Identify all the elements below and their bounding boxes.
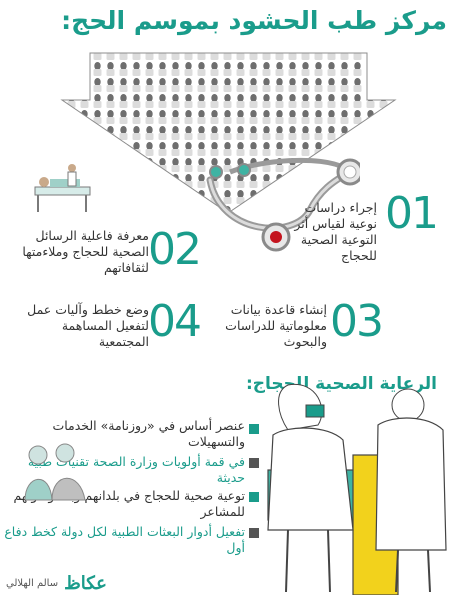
step-number-01: 01 (385, 188, 439, 239)
care-bullet-text: تفعيل أدوار البعثات الطبية لكل دولة كخط … (4, 524, 245, 555)
hospital-bed-illustration (34, 164, 91, 212)
step-text-03: إنشاء قاعدة بيانات معلوماتية للدراسات وا… (225, 302, 327, 349)
author-name: سالم الهلالي (6, 578, 59, 589)
care-bullet-text: عنصر أساس في «روزنامة» الخدمات والتسهيلا… (52, 418, 245, 449)
step-number-02: 02 (148, 224, 202, 275)
crowd-arrow-illustration (60, 52, 397, 214)
bullet-square-icon (249, 424, 259, 434)
bullet-square-icon (249, 492, 259, 502)
step-number-03: 03 (330, 296, 384, 347)
step-text-02: معرفة فاعلية الرسائل الصحية للحجاج وملاء… (22, 228, 149, 275)
step-number-04: 04 (148, 296, 202, 347)
doctors-small-illustration (24, 443, 86, 501)
step-text-01: إجراء دراسات نوعية لقياس أثر التوعية الص… (294, 200, 377, 263)
bullet-square-icon (249, 458, 259, 468)
bullet-square-icon (249, 528, 259, 538)
page-title: مركز طب الحشود بموسم الحج: (61, 6, 447, 35)
surgeons-illustration (267, 384, 447, 595)
okaz-logo: عكاظ (64, 573, 107, 594)
credit-footer: عكاظ سالم الهلالي (6, 573, 107, 594)
care-bullet-text: في قمة أولويات وزارة الصحة تقنيات طبية ح… (27, 454, 245, 485)
step-text-04: وضع خطط وآليات عمل لتفعيل المساهمة المجت… (27, 302, 149, 349)
stethoscope-illustration (206, 157, 360, 252)
